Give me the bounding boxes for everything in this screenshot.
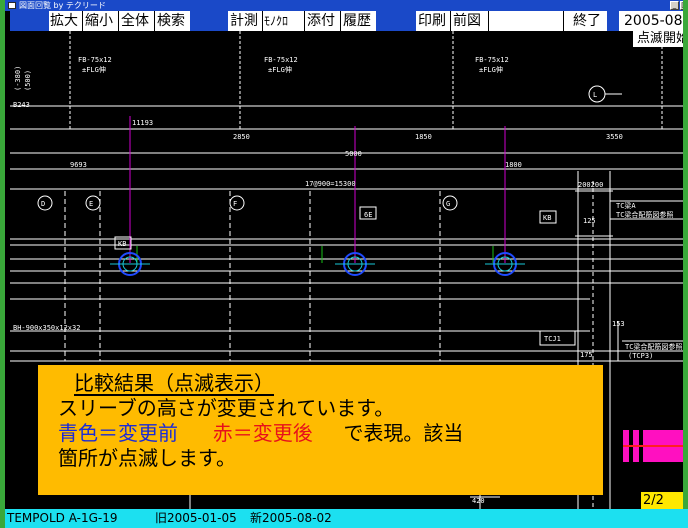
misc-label: TCJ1 — [544, 335, 561, 343]
before-color-label: 青色＝変更前 — [58, 421, 178, 445]
menu-blue-spacer — [10, 11, 49, 31]
misc-label: 153 — [612, 320, 625, 328]
menu-blue-spacer — [607, 11, 619, 31]
misc-label: TC梁A — [616, 201, 636, 210]
maximize-icon[interactable]: □ — [680, 1, 688, 10]
drawing-lines — [10, 31, 683, 509]
menu-search[interactable]: 検索 — [157, 13, 185, 29]
status-file: TEMPOLD A-1G-19 — [7, 511, 118, 525]
status-old-date: 旧2005-01-05 — [155, 511, 237, 525]
flg-label: ±FLG伸 — [82, 65, 106, 74]
blink-start-button[interactable]: 点滅開始 — [633, 31, 683, 47]
menu-zoom-in[interactable]: 拡大 — [50, 13, 78, 29]
note-line-1: スリーブの高さが変更されています。 — [58, 396, 395, 420]
misc-label: BH-900x350x12x32 — [13, 324, 80, 332]
note-line-2-tail: で表現。該当 — [343, 421, 464, 445]
cad-drawing-canvas[interactable]: 11193 2850 1850 3550 5000 9693 1800 17@9… — [10, 31, 688, 509]
misc-label: 175 — [580, 351, 593, 359]
grid-label: L — [593, 91, 597, 99]
note-line-3: 箇所が点滅します。 — [58, 446, 236, 470]
changed-area-highlight — [623, 430, 683, 462]
grid-label: F — [233, 200, 237, 208]
dim-label: 17@900=15300 — [305, 180, 356, 188]
menu-fit-all[interactable]: 全体 — [121, 13, 149, 29]
flg-label: ±FLG伸 — [479, 65, 503, 74]
misc-label: 420 — [472, 497, 485, 505]
misc-label: 6E — [364, 211, 372, 219]
status-new-date: 新2005-08-02 — [250, 511, 332, 525]
menu-prev-drawing[interactable]: 前図 — [453, 13, 481, 29]
note-line-2: 青色＝変更前 赤＝変更後 で表現。該当 — [58, 421, 603, 446]
menu-measure[interactable]: 計測 — [230, 13, 258, 29]
after-color-label: 赤＝変更後 — [212, 421, 313, 445]
menu-exit[interactable]: 終了 — [573, 13, 601, 29]
dim-label: 9693 — [70, 161, 87, 169]
comparison-note: 比較結果（点滅表示） スリーブの高さが変更されています。 青色＝変更前 赤＝変更… — [38, 365, 603, 495]
sleeve-before-markers — [118, 252, 517, 276]
misc-label: 200200 — [578, 181, 603, 189]
menu-history[interactable]: 履歴 — [343, 13, 371, 29]
misc-label: 125 — [583, 217, 596, 225]
menu-print[interactable]: 印刷 — [418, 13, 446, 29]
grid-label: G — [446, 200, 450, 208]
drawing-date: 2005-08-0 — [624, 13, 688, 49]
menu-bar: 拡大 縮小 全体 検索 計測 ﾓﾉｸﾛ 添付 履歴 印刷 前図 終了 2005-… — [10, 11, 688, 49]
beam-label: FB-75x12 — [78, 56, 112, 64]
misc-label: KB — [543, 214, 551, 222]
grid-label: E — [89, 200, 93, 208]
menu-zoom-out[interactable]: 縮小 — [85, 13, 113, 29]
title-bar: 図面回覧 by テクリード _ □ — [5, 0, 688, 11]
dim-label: 5000 — [345, 150, 362, 158]
dim-label: 11193 — [132, 119, 153, 127]
menu-attach[interactable]: 添付 — [307, 13, 335, 29]
flg-label: ±FLG伸 — [268, 65, 292, 74]
status-bar: TEMPOLD A-1G-19 旧2005-01-05 新2005-08-02 — [5, 509, 688, 528]
window-title: 図面回覧 by テクリード — [19, 1, 106, 10]
note-title: 比較結果（点滅表示） — [74, 371, 274, 396]
menu-monochrome[interactable]: ﾓﾉｸﾛ — [264, 14, 289, 28]
sleeve-vertical-lines — [129, 116, 506, 263]
dim-label: 1850 — [415, 133, 432, 141]
misc-label: B243 — [13, 101, 30, 109]
minimize-icon[interactable]: _ — [670, 1, 679, 10]
menu-blue-spacer — [190, 11, 228, 31]
beam-label: FB-75x12 — [264, 56, 298, 64]
level-label: (-380) — [14, 66, 22, 91]
misc-label: TC梁合配筋図参照 — [616, 210, 673, 219]
level-label: (500) — [24, 70, 32, 91]
app-icon — [8, 2, 16, 9]
dim-label: 3550 — [606, 133, 623, 141]
misc-label: KB — [118, 240, 126, 248]
dim-label: 2850 — [233, 133, 250, 141]
page-indicator[interactable]: 2/2 — [641, 492, 683, 509]
grid-label: D — [41, 200, 45, 208]
beam-label: FB-75x12 — [475, 56, 509, 64]
grid-bubbles — [37, 85, 622, 250]
misc-label: TC梁合配筋図参照 — [625, 342, 682, 351]
menu-blue-spacer — [376, 11, 416, 31]
misc-label: (TCP3) — [628, 352, 653, 360]
dim-label: 1800 — [505, 161, 522, 169]
